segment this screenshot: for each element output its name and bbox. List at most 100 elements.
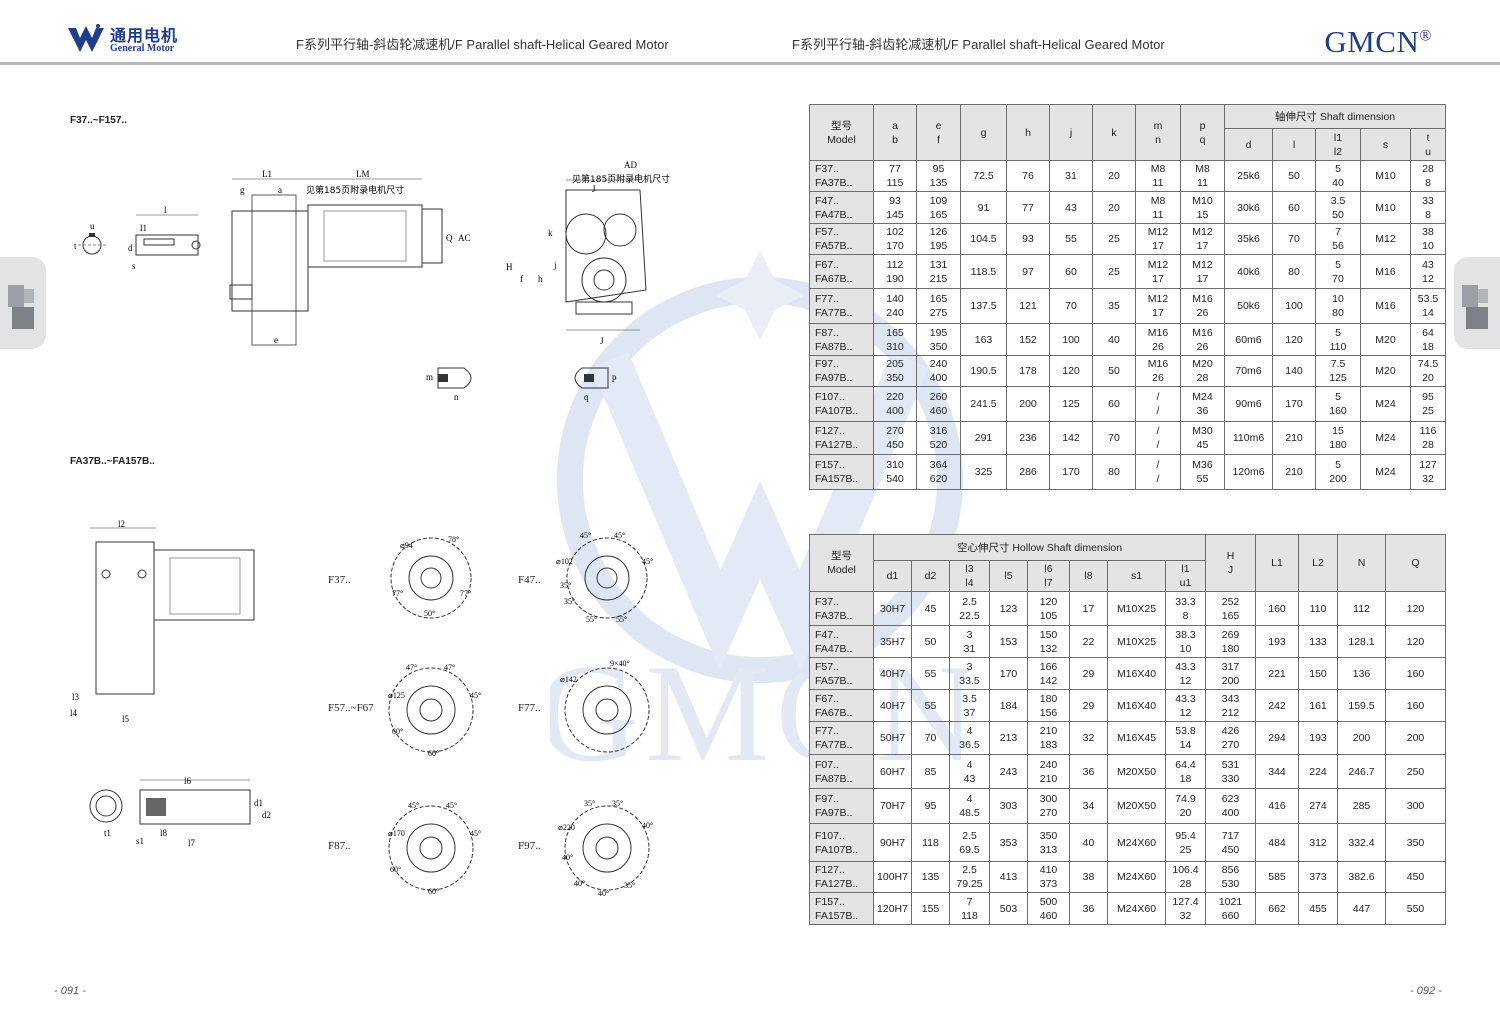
dia-label-f77: ⌀142 bbox=[560, 675, 577, 684]
table-cell: 123 bbox=[989, 591, 1028, 626]
model-name: F57.. bbox=[815, 226, 839, 238]
cell-value: 137.5 bbox=[970, 300, 997, 312]
cell-value: 300 bbox=[1406, 800, 1425, 812]
cell-value: 70 bbox=[1332, 272, 1344, 285]
cell-value: M10X25 bbox=[1116, 602, 1157, 615]
table-cell: 160 bbox=[1385, 689, 1447, 722]
cell-value: 43.3 bbox=[1175, 692, 1196, 705]
cell-value: 183 bbox=[1039, 739, 1058, 751]
model-cell: F77..FA77B.. bbox=[809, 288, 874, 324]
col-header: l8 bbox=[1069, 560, 1108, 592]
cell-value: 373 bbox=[1309, 871, 1327, 883]
cell-value: 350 bbox=[1039, 829, 1058, 842]
cell-value: 145 bbox=[886, 208, 904, 221]
cell-value: 33.5 bbox=[959, 674, 980, 687]
cell-value: 112 bbox=[1353, 602, 1370, 615]
cell-value: M12 bbox=[1192, 258, 1213, 271]
dim-l6: l6 bbox=[184, 776, 192, 786]
table-cell: 193 bbox=[1255, 625, 1300, 658]
dim-AC: AC bbox=[458, 233, 471, 243]
cell-value: 344 bbox=[1268, 765, 1286, 778]
table-cell: 585 bbox=[1255, 861, 1300, 893]
table-cell: 30k6 bbox=[1224, 191, 1273, 224]
table-cell: 35 bbox=[1092, 288, 1136, 324]
model-cell: F107..FA107B.. bbox=[809, 386, 874, 422]
model-cell: F157..FA157B.. bbox=[809, 892, 874, 925]
table-cell: 120 bbox=[1049, 355, 1093, 387]
table-cell: 155 bbox=[911, 892, 950, 925]
cell-value: M8 bbox=[1195, 163, 1210, 175]
table-cell: 95 bbox=[911, 788, 950, 824]
cell-value: 50k6 bbox=[1237, 300, 1260, 312]
cell-value: M16X45 bbox=[1116, 732, 1157, 744]
model-name: F97.. bbox=[815, 793, 839, 805]
cell-value: 5 bbox=[1335, 391, 1341, 403]
cell-value: 135 bbox=[929, 177, 948, 189]
cell-value: 317 bbox=[1221, 660, 1240, 673]
cell-value: 310 bbox=[886, 340, 904, 353]
cell-value: 12 bbox=[1422, 272, 1434, 285]
cell-value: 118 bbox=[922, 836, 939, 849]
cell-value: 80 bbox=[1288, 265, 1300, 278]
cell-value: 60 bbox=[1065, 265, 1077, 278]
cell-value: 520 bbox=[929, 439, 948, 451]
cell-value: 90H7 bbox=[879, 836, 906, 849]
dim-h: h bbox=[538, 274, 543, 284]
dim-l1: l1 bbox=[140, 223, 147, 233]
angle-f97-3: 40° bbox=[642, 821, 653, 830]
cell-value: 484 bbox=[1268, 836, 1286, 849]
table-cell: 150 bbox=[1298, 657, 1339, 690]
col-header: d2 bbox=[911, 560, 950, 592]
cell-value: 155 bbox=[921, 902, 940, 915]
cell-value: 195 bbox=[929, 326, 948, 339]
cell-value: 104.5 bbox=[970, 233, 997, 245]
cell-value: M24X60 bbox=[1116, 836, 1157, 849]
table-cell: 29 bbox=[1069, 657, 1108, 690]
header-text: j bbox=[1069, 126, 1073, 139]
table-cell: 285 bbox=[1337, 788, 1387, 824]
header-title-left: F系列平行轴-斜齿轮减速机/F Parallel shaft-Helical G… bbox=[296, 37, 669, 52]
cell-value: 210 bbox=[1039, 772, 1058, 785]
cell-value: 45 bbox=[1196, 439, 1209, 451]
table-cell: 60H7 bbox=[873, 754, 912, 789]
cell-value: 717 bbox=[1221, 829, 1240, 842]
table-cell: 72.5 bbox=[960, 160, 1007, 192]
cell-value: 70 bbox=[924, 732, 937, 744]
dia-label-f87: ⌀170 bbox=[388, 829, 405, 838]
table-cell: 210 bbox=[1272, 421, 1316, 455]
table-cell: 60 bbox=[1272, 191, 1316, 224]
table-cell: 128.1 bbox=[1337, 625, 1387, 658]
cell-value: 153 bbox=[999, 635, 1018, 648]
table-cell: 184 bbox=[989, 689, 1028, 722]
angle-f47-5: 35° bbox=[564, 597, 575, 606]
cell-value: 40 bbox=[1108, 333, 1120, 346]
header-text: e bbox=[935, 119, 942, 132]
model-name: FA157B.. bbox=[815, 473, 859, 485]
model-cell: F67..FA67B.. bbox=[809, 254, 874, 289]
flange-label-f97: F97.. bbox=[518, 840, 541, 852]
cell-value: 14 bbox=[1179, 739, 1192, 751]
dim-f: f bbox=[520, 274, 523, 284]
cell-value: 64.4 bbox=[1175, 758, 1196, 771]
cell-value: 7 bbox=[1335, 226, 1341, 238]
model-cell: F07..FA87B.. bbox=[809, 754, 874, 789]
angle-f97-6: 40° bbox=[598, 889, 609, 898]
cell-value: 40H7 bbox=[879, 667, 906, 680]
header-text: Model bbox=[827, 133, 856, 146]
cell-value: 56 bbox=[1332, 240, 1344, 252]
cell-value: 43 bbox=[1065, 201, 1077, 214]
cell-value: 450 bbox=[886, 439, 904, 451]
angle-f57-5: 60° bbox=[428, 749, 439, 758]
header-title-right: F系列平行轴-斜齿轮减速机/F Parallel shaft-Helical G… bbox=[792, 37, 1165, 52]
cell-value: 55 bbox=[1196, 473, 1209, 485]
cell-value: 285 bbox=[1352, 800, 1371, 812]
